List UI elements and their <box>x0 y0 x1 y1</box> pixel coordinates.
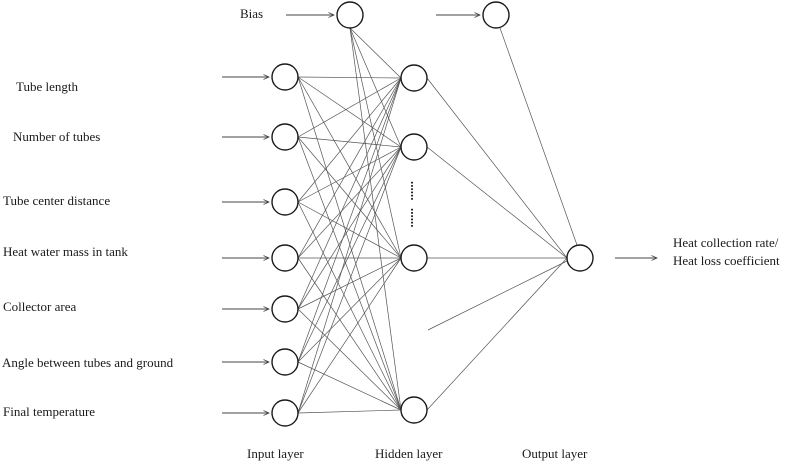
edge-omitted-output <box>427 260 568 331</box>
edge-input-3-hidden-1 <box>297 146 402 259</box>
output-node <box>566 244 594 272</box>
edge-input-4-hidden-1 <box>297 146 402 310</box>
input-label-tube-center-distance: Tube center distance <box>3 193 110 208</box>
edge-input-6-hidden-0 <box>297 77 402 414</box>
input-label-final-temperature: Final temperature <box>3 404 95 419</box>
bias-node-output <box>482 1 510 29</box>
output-label-line-1: Heat collection rate/ <box>673 235 779 250</box>
input-node-2 <box>271 188 299 216</box>
hidden-node-0 <box>400 64 428 92</box>
edge-input-5-hidden-3 <box>297 361 402 411</box>
input-node-4 <box>271 295 299 323</box>
edge-input-0-hidden-3 <box>297 76 402 411</box>
input-node-3 <box>271 244 299 272</box>
edge-bias-output <box>499 27 578 246</box>
edge-input-3-hidden-3 <box>297 257 402 411</box>
edge-input-5-hidden-0 <box>297 77 402 363</box>
edge-input-1-hidden-3 <box>297 136 402 411</box>
arrow-lines <box>222 15 657 413</box>
input-label-collector-area: Collector area <box>3 299 76 314</box>
edge-input-3-hidden-0 <box>297 77 402 259</box>
hidden-node-3 <box>400 396 428 424</box>
edge-input-6-hidden-1 <box>297 146 402 414</box>
bias-node-hidden <box>336 1 364 29</box>
edge-input-2-hidden-1 <box>297 146 402 203</box>
hidden-ellipsis-2: ...... <box>408 208 423 228</box>
bias-label: Bias <box>240 6 263 21</box>
input-label-heat-water-mass: Heat water mass in tank <box>3 244 128 259</box>
edge-input-2-hidden-2 <box>297 201 402 259</box>
edge-hidden-0-output <box>426 77 568 259</box>
edge-input-4-hidden-0 <box>297 77 402 310</box>
input-node-1 <box>271 123 299 151</box>
hidden-node-2 <box>400 244 428 272</box>
hidden-node-1 <box>400 133 428 161</box>
hidden-layer-label: Hidden layer <box>375 446 443 461</box>
edge-bias-hidden-3 <box>349 27 402 411</box>
input-layer-label: Input layer <box>247 446 304 461</box>
input-label-angle: Angle between tubes and ground <box>2 355 174 370</box>
input-node-5 <box>271 348 299 376</box>
edge-input-6-hidden-3 <box>297 409 402 414</box>
input-label-number-of-tubes: Number of tubes <box>13 129 100 144</box>
edge-input-5-hidden-2 <box>297 257 402 363</box>
edge-hidden-3-output <box>426 257 568 411</box>
edge-input-0-hidden-0 <box>297 76 402 79</box>
edge-input-1-hidden-0 <box>297 77 402 138</box>
edge-input-0-hidden-1 <box>297 76 402 148</box>
input-label-tube-length: Tube length <box>16 79 78 94</box>
edge-bias-hidden-1 <box>349 27 402 148</box>
input-node-6 <box>271 399 299 427</box>
input-node-0 <box>271 63 299 91</box>
output-label-line-2: Heat loss coefficient <box>673 253 780 268</box>
neuron-nodes <box>271 1 594 427</box>
edge-input-1-hidden-1 <box>297 136 402 148</box>
edge-input-2-hidden-0 <box>297 77 402 203</box>
edge-input-4-hidden-2 <box>297 257 402 310</box>
output-layer-label: Output layer <box>522 446 588 461</box>
edge-bias-hidden-0 <box>349 27 402 79</box>
connection-lines <box>297 27 578 414</box>
hidden-ellipsis-1: ...... <box>408 181 423 201</box>
edge-bias-hidden-2 <box>349 27 402 259</box>
edge-input-5-hidden-1 <box>297 146 402 363</box>
edge-hidden-1-output <box>426 146 568 259</box>
edge-input-1-hidden-2 <box>297 136 402 259</box>
edge-input-2-hidden-3 <box>297 201 402 411</box>
